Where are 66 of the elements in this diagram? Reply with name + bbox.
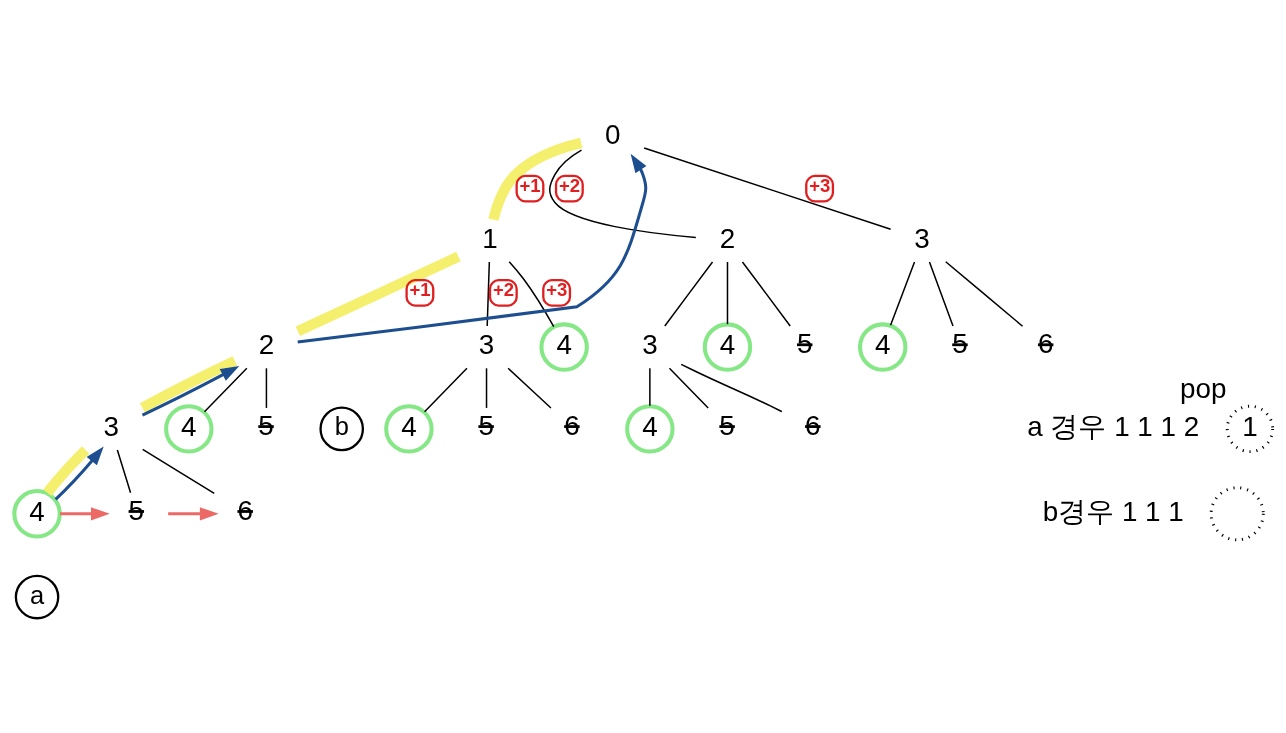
connector xyxy=(928,260,954,327)
node-text: 6 xyxy=(236,494,253,526)
connector xyxy=(726,260,728,325)
node-text: 2 xyxy=(719,222,735,254)
connector xyxy=(944,260,1023,327)
node-text: 3 xyxy=(478,328,494,360)
node-circle xyxy=(1209,485,1265,541)
connector xyxy=(139,355,237,412)
label: b경우 1 1 1 xyxy=(1042,495,1184,527)
connector xyxy=(116,448,131,494)
node-text: 6 xyxy=(563,409,580,441)
node-text: 3 xyxy=(102,410,119,442)
node-circle: 4 xyxy=(11,488,62,539)
edge-label: +1 xyxy=(519,174,541,196)
node-text: 1 xyxy=(481,222,498,254)
connector xyxy=(203,367,248,412)
connector xyxy=(548,148,697,238)
node-circle: 4 xyxy=(163,403,214,454)
node-text: 6 xyxy=(804,409,821,441)
connector xyxy=(741,260,791,327)
connector xyxy=(506,367,552,409)
arrow xyxy=(59,506,110,520)
node-text: 5 xyxy=(796,327,812,359)
node-text: 3 xyxy=(641,328,658,360)
node-text: 5 xyxy=(477,409,494,441)
connector xyxy=(668,367,709,409)
node-text: 5 xyxy=(128,494,144,526)
connector xyxy=(265,367,267,409)
edge-label: +3 xyxy=(545,278,567,300)
arrow xyxy=(54,446,104,500)
node-label: pop xyxy=(1179,372,1226,404)
node-circle: 4 xyxy=(538,321,589,372)
node-circle: 4 xyxy=(383,403,434,454)
edge-label: +2 xyxy=(558,174,580,196)
node-circle: a xyxy=(14,574,59,619)
node-circle: 4 xyxy=(702,321,752,372)
connector xyxy=(141,448,215,494)
connector xyxy=(295,251,461,336)
connector xyxy=(679,363,783,412)
edge-label: +2 xyxy=(492,278,514,300)
arrow xyxy=(297,153,647,344)
arrow xyxy=(167,506,219,520)
connector xyxy=(507,260,554,327)
label: a 경우 1 1 1 2 xyxy=(1026,410,1199,442)
connector xyxy=(889,260,915,326)
node-text: 3 xyxy=(913,222,930,254)
node-text: 5 xyxy=(257,409,274,441)
node-circle: 4 xyxy=(857,321,907,372)
connector xyxy=(42,445,89,496)
node-text: 0 xyxy=(604,118,621,150)
connector xyxy=(423,367,468,412)
connector xyxy=(648,367,651,406)
edge-label: +3 xyxy=(808,174,830,196)
node-text: 6 xyxy=(1037,327,1053,359)
node-text: 2 xyxy=(258,328,274,360)
node-circle: 4 xyxy=(624,403,675,454)
connector xyxy=(485,367,487,409)
connector xyxy=(663,260,713,327)
connector xyxy=(642,146,891,230)
node-circle: 1 xyxy=(1225,404,1274,453)
edge-label: +1 xyxy=(408,278,431,300)
node-text: 5 xyxy=(951,327,968,359)
arrow xyxy=(141,365,239,416)
node-circle: b xyxy=(318,406,364,451)
connector xyxy=(485,260,490,327)
node-text: 5 xyxy=(718,409,735,441)
